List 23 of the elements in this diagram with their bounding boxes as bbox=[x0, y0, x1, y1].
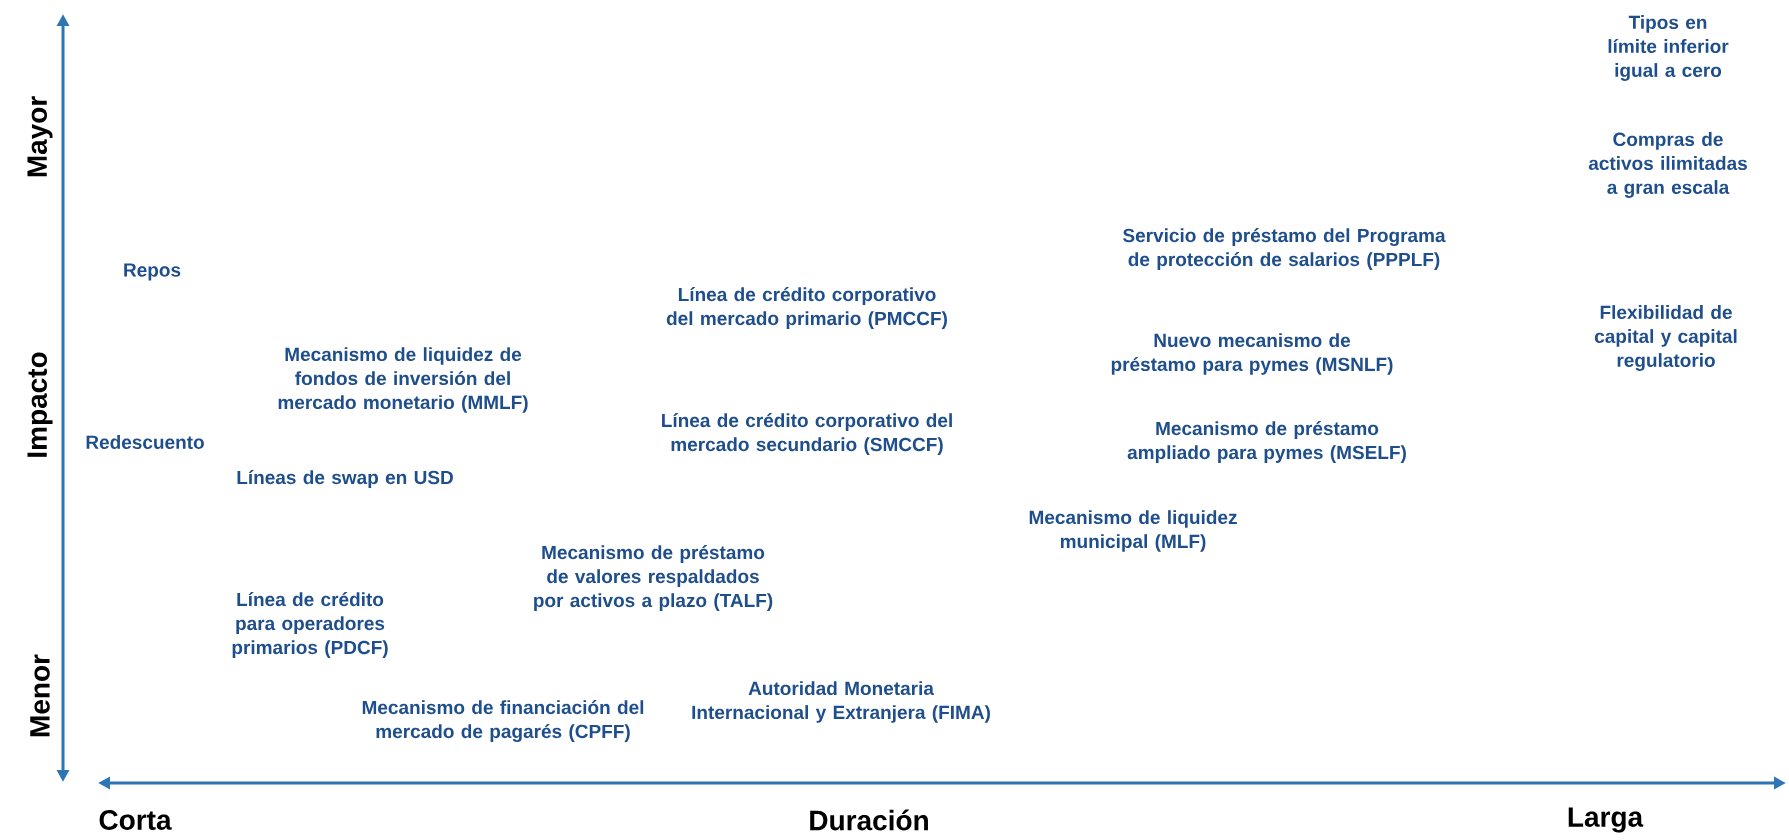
item-label: Mecanismo de liquidez de fondos de inversión del mercado monetario (MMLF) bbox=[278, 347, 528, 413]
axis-label: Corta bbox=[99, 810, 172, 830]
item-label: Mecanismo de financiación del mercado de pagarés (CPFF) bbox=[362, 700, 644, 742]
item-label: Autoridad Monetaria Internacional y Extranjera (FIMA) bbox=[692, 681, 990, 723]
item-label: Mecanismo de liquidez municipal (MLF) bbox=[1029, 510, 1237, 552]
item-label: Compras de activos ilimitadas a gran escala bbox=[1588, 132, 1747, 198]
axis-label: Mayor bbox=[27, 96, 53, 177]
axis-label: Duración bbox=[810, 809, 928, 831]
item-label: Mecanismo de préstamo de valores respaldados por activos a plazo (TALF) bbox=[534, 545, 773, 611]
axis-label: Larga bbox=[1568, 807, 1644, 833]
item-label: Repos bbox=[124, 263, 181, 281]
item-label: Línea de crédito corporativo del mercado secundario (SMCCF) bbox=[662, 413, 952, 455]
axis-label: Impacto bbox=[27, 352, 53, 457]
item-label: Nuevo mecanismo de préstamo para pymes (MSNLF) bbox=[1111, 333, 1393, 375]
item-label: Tipos en límite inferior igual a cero bbox=[1608, 15, 1729, 81]
item-label: Línea de crédito para operadores primarios (PDCF) bbox=[232, 592, 388, 658]
item-label: Línea de crédito corporativo del mercado primario (PMCCF) bbox=[666, 287, 947, 329]
item-label: Redescuento bbox=[86, 435, 204, 449]
item-label: Flexibilidad de capital y capital regulatorio bbox=[1594, 305, 1737, 371]
axis-label: Menor bbox=[30, 654, 50, 737]
item-label: Mecanismo de préstamo ampliado para pymes (MSELF) bbox=[1127, 421, 1406, 463]
item-label: Líneas de swap en USD bbox=[237, 470, 453, 488]
item-label: Servicio de préstamo del Programa de protección de salarios (PPPLF) bbox=[1123, 228, 1446, 270]
